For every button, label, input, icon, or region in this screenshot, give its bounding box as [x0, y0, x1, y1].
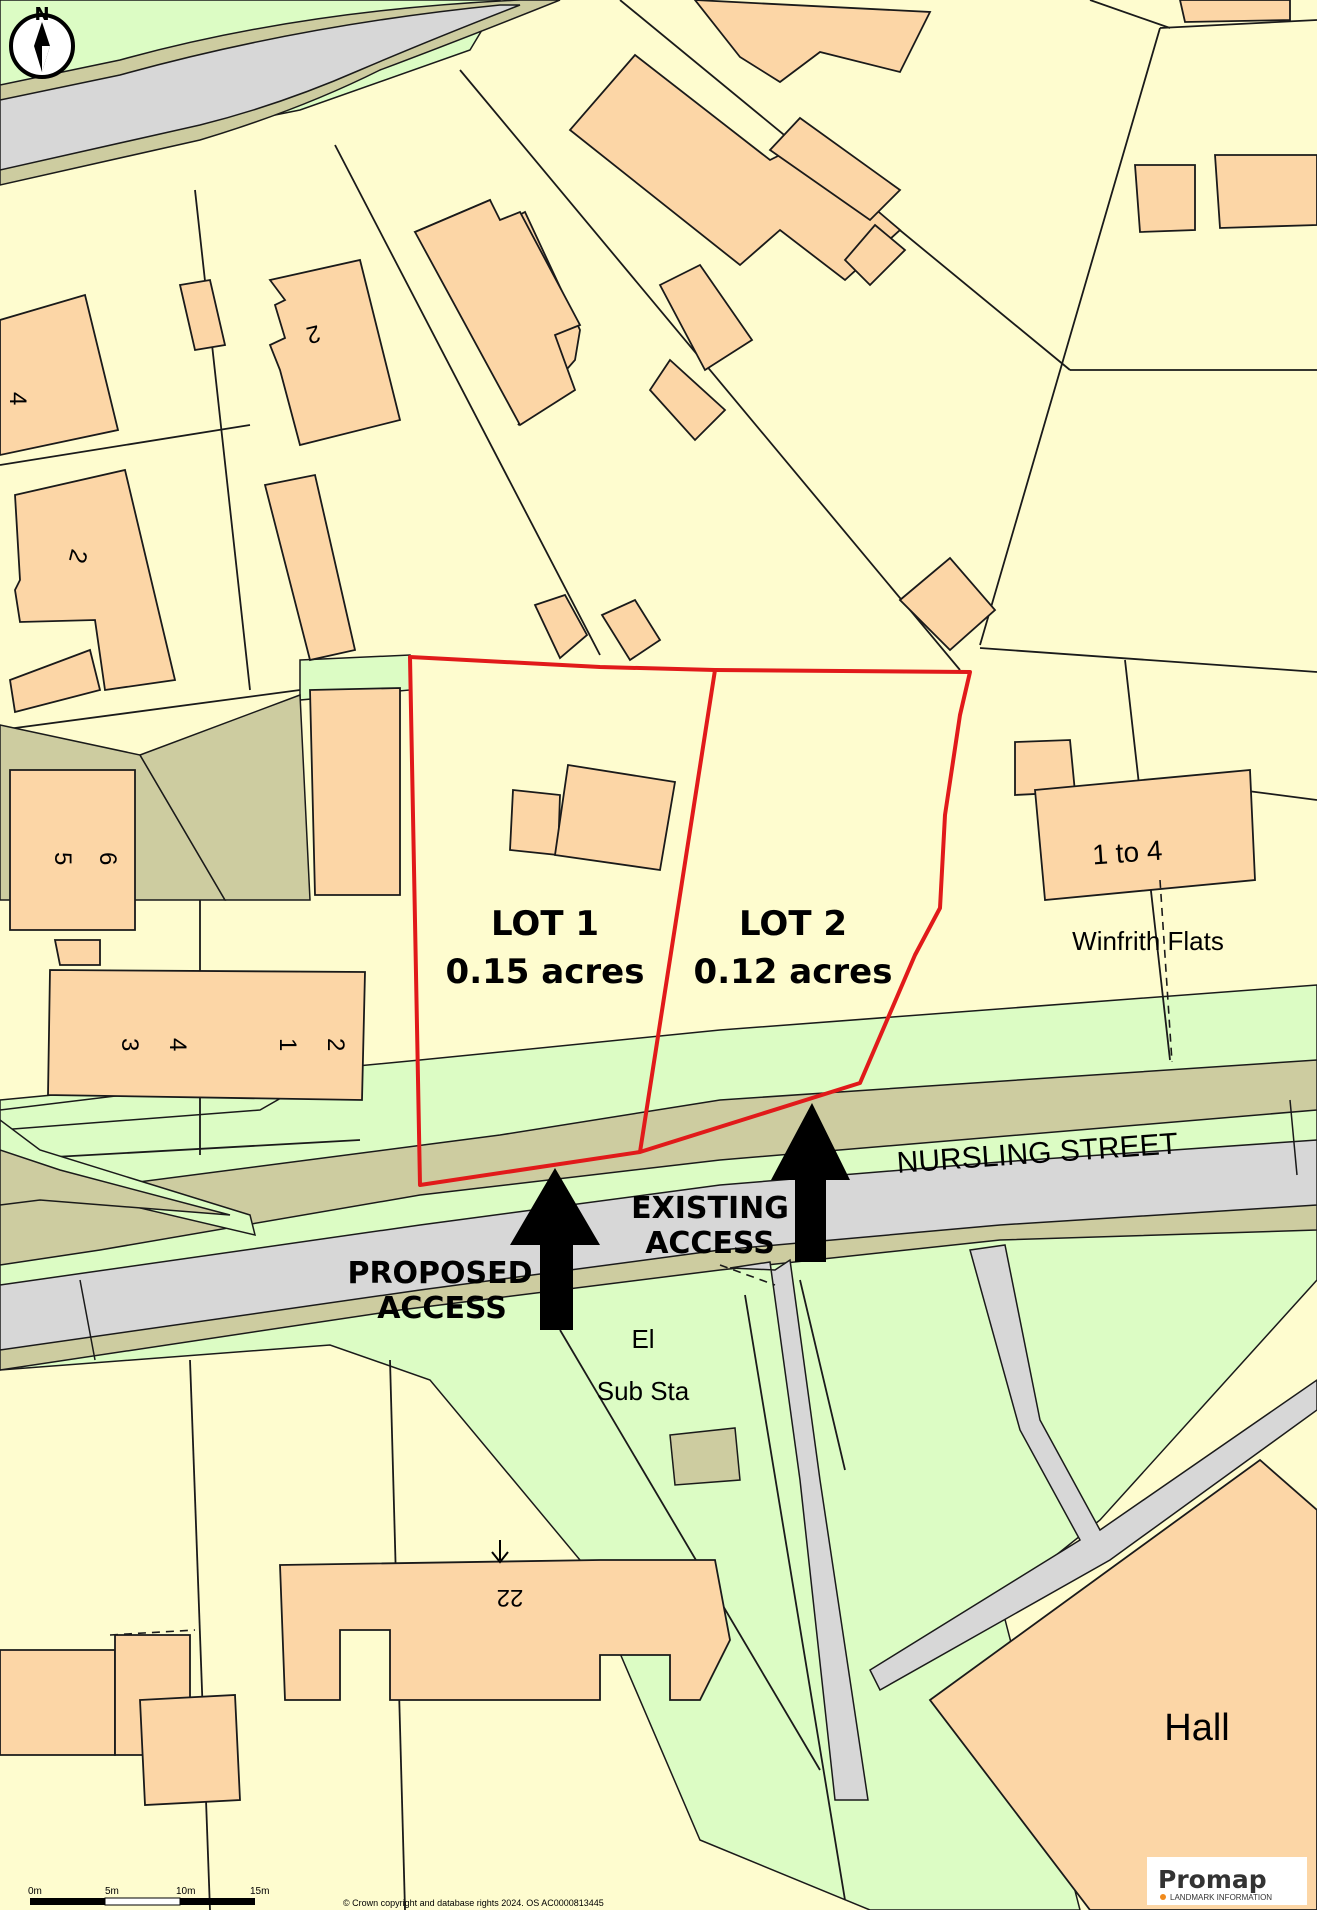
scale-label: 0m: [28, 1886, 42, 1897]
logo-name: Promap: [1158, 1865, 1267, 1894]
winfrith-flats-label: Winfrith Flats: [1072, 926, 1224, 956]
small-arrow-icon: [491, 1540, 509, 1564]
scale-label: 15m: [250, 1886, 269, 1897]
house-number: 5: [49, 852, 76, 865]
house-number: 4: [4, 392, 31, 405]
house-number: 2: [63, 547, 92, 566]
house-number: 3: [116, 1038, 143, 1051]
logo-tagline: LANDMARK INFORMATION: [1170, 1893, 1272, 1902]
access-arrows: [510, 1103, 850, 1330]
scale-label: 10m: [176, 1886, 195, 1897]
north-letter: N: [34, 4, 49, 25]
dashed-boundaries: [109, 879, 1173, 1636]
copyright-text: © Crown copyright and database rights 20…: [343, 1898, 604, 1908]
house-number: 2: [322, 1038, 349, 1051]
north-compass: N: [9, 4, 75, 79]
lot-labels: LOT 1 0.15 acres LOT 2 0.12 acres: [446, 904, 893, 992]
house-number-labels: 4 2 2 5 6 3 4 1 2 22: [4, 319, 523, 1611]
house-number: 1: [274, 1038, 301, 1051]
site-boundary: [408, 655, 972, 1187]
promap-logo: Promap LANDMARK INFORMATION: [1147, 1857, 1307, 1905]
scale-bar: 0m 5m 10m 15m: [28, 1886, 269, 1906]
existing-access-label-2: ACCESS: [645, 1226, 775, 1261]
proposed-access-label-1: PROPOSED: [347, 1256, 532, 1291]
lot-2-area: 0.12 acres: [694, 952, 893, 992]
flats-number-label: 1 to 4: [1091, 835, 1163, 871]
house-number: 4: [164, 1038, 191, 1051]
hall-label: Hall: [1164, 1707, 1229, 1749]
place-labels: Winfrith Flats 1 to 4 El Sub Sta Hall: [597, 835, 1230, 1749]
nursling-street: [0, 1059, 1317, 1371]
proposed-access-label-2: ACCESS: [377, 1291, 507, 1326]
existing-access-label-1: EXISTING: [631, 1191, 789, 1226]
north-road: [0, 0, 561, 186]
access-labels: PROPOSED ACCESS EXISTING ACCESS: [347, 1191, 788, 1326]
house-number: 22: [497, 1584, 524, 1611]
lot-2-name: LOT 2: [739, 904, 847, 944]
sub-sta-label: Sub Sta: [597, 1376, 690, 1406]
scale-label: 5m: [105, 1886, 119, 1897]
side-lanes: [729, 1244, 1317, 1801]
lot-1-name: LOT 1: [491, 904, 599, 944]
house-number: 2: [304, 319, 323, 348]
el-label: El: [631, 1324, 654, 1354]
lot-1-area: 0.15 acres: [446, 952, 645, 992]
substation: [669, 1427, 741, 1486]
proposed-access-arrow: [510, 1168, 600, 1330]
existing-access-arrow: [771, 1103, 850, 1262]
house-number: 6: [94, 852, 121, 865]
